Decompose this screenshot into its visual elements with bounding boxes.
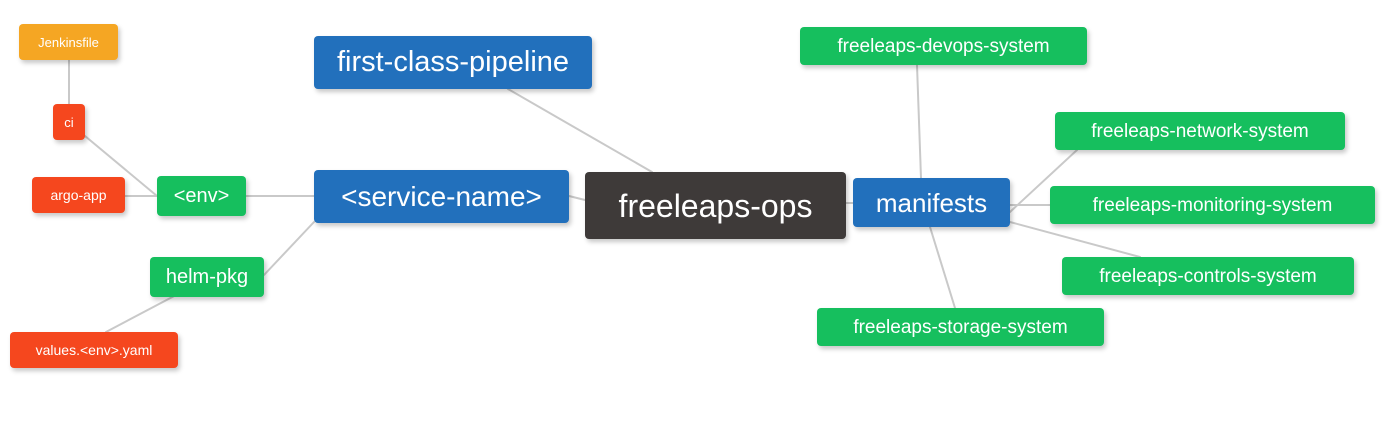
node-label-jenkinsfile: Jenkinsfile	[38, 34, 99, 50]
node-label-service-name: <service-name>	[341, 180, 542, 212]
edge-helm-pkg-to-values-env-yaml	[105, 293, 179, 333]
node-label-env: <env>	[173, 185, 230, 207]
node-service-name[interactable]: <service-name>	[314, 170, 569, 223]
edge-service-name-to-freeleaps-ops	[568, 195, 586, 201]
node-jenkinsfile[interactable]: Jenkinsfile	[19, 24, 118, 60]
node-helm-pkg[interactable]: helm-pkg	[150, 257, 264, 297]
node-label-freeleaps-devops-system: freeleaps-devops-system	[837, 35, 1050, 57]
node-label-freeleaps-controls-system: freeleaps-controls-system	[1099, 265, 1317, 287]
node-env[interactable]: <env>	[157, 176, 246, 216]
node-label-first-class-pipeline: first-class-pipeline	[336, 46, 570, 78]
node-freeleaps-monitoring-system[interactable]: freeleaps-monitoring-system	[1050, 186, 1375, 224]
edge-first-class-pipeline-to-freeleaps-ops	[507, 88, 653, 173]
node-label-freeleaps-storage-system: freeleaps-storage-system	[853, 316, 1068, 338]
node-first-class-pipeline[interactable]: first-class-pipeline	[314, 36, 592, 89]
node-values-env-yaml[interactable]: values.<env>.yaml	[10, 332, 178, 368]
edge-manifests-to-freeleaps-devops-system	[916, 64, 922, 179]
node-label-helm-pkg: helm-pkg	[165, 266, 249, 288]
node-ci[interactable]: ci	[53, 104, 85, 140]
edge-manifests-to-freeleaps-controls-system	[1009, 221, 1141, 258]
node-freeleaps-ops[interactable]: freeleaps-ops	[585, 172, 846, 239]
node-label-freeleaps-network-system: freeleaps-network-system	[1091, 120, 1309, 142]
node-freeleaps-network-system[interactable]: freeleaps-network-system	[1055, 112, 1345, 150]
node-label-argo-app: argo-app	[50, 187, 107, 203]
node-label-freeleaps-ops: freeleaps-ops	[618, 187, 813, 224]
node-manifests[interactable]: manifests	[853, 178, 1010, 227]
node-freeleaps-storage-system[interactable]: freeleaps-storage-system	[817, 308, 1104, 346]
node-argo-app[interactable]: argo-app	[32, 177, 125, 213]
node-label-freeleaps-monitoring-system: freeleaps-monitoring-system	[1092, 194, 1333, 216]
edge-service-name-to-helm-pkg	[263, 221, 315, 276]
node-freeleaps-controls-system[interactable]: freeleaps-controls-system	[1062, 257, 1354, 295]
node-label-values-env-yaml: values.<env>.yaml	[35, 342, 153, 358]
edge-manifests-to-freeleaps-storage-system	[929, 226, 956, 309]
node-label-manifests: manifests	[875, 187, 988, 218]
node-freeleaps-devops-system[interactable]: freeleaps-devops-system	[800, 27, 1087, 65]
node-label-ci: ci	[64, 114, 74, 130]
